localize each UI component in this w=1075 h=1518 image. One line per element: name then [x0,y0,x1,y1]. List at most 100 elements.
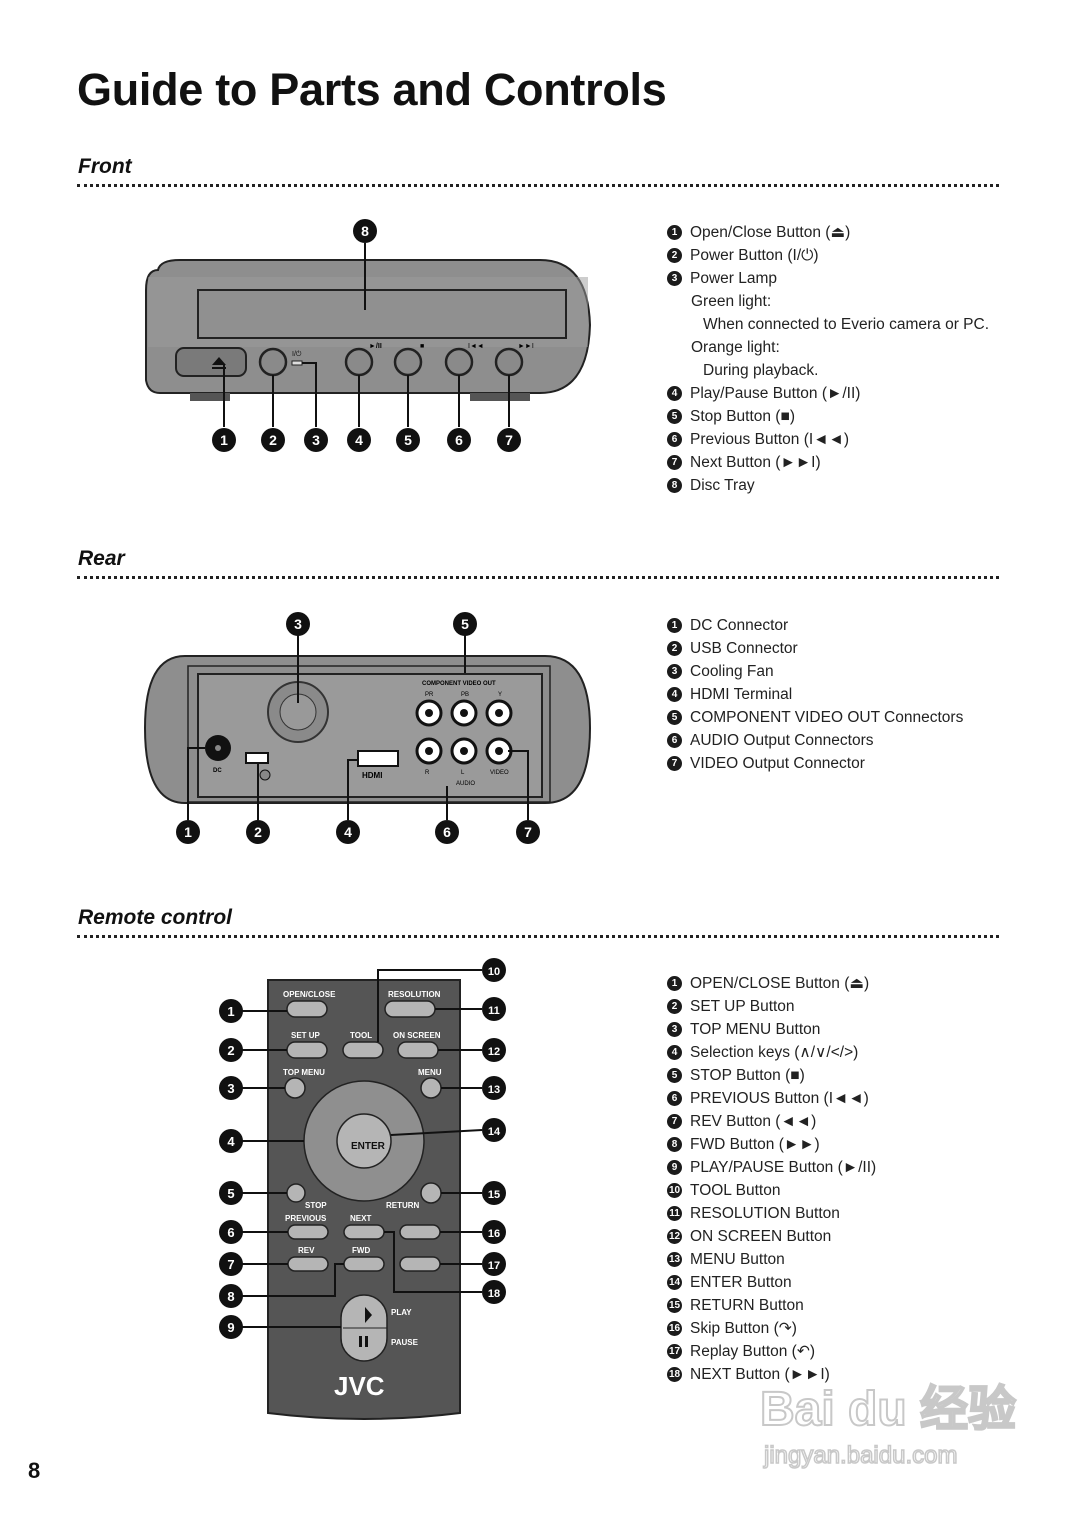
svg-text:2: 2 [254,824,262,840]
svg-text:SET UP: SET UP [291,1031,321,1040]
resolution-button [384,1000,436,1018]
svg-text:MENU: MENU [418,1068,442,1077]
svg-text:HDMI: HDMI [362,771,382,780]
power-button [258,347,288,377]
svg-text:12: 12 [488,1046,500,1058]
legend-subitem: Orange light: [691,339,780,356]
svg-text:7: 7 [524,824,532,840]
svg-text:3: 3 [312,432,320,448]
svg-text:ON SCREEN: ON SCREEN [393,1031,441,1040]
baidu-watermark: Bai du 经验 jingyan.baidu.com [760,1382,1017,1470]
svg-text:5: 5 [461,616,469,632]
next-button [343,1224,385,1240]
svg-text:PB: PB [461,692,469,698]
svg-text:16: 16 [488,1228,500,1240]
svg-text:2: 2 [269,432,277,448]
page-title: Guide to Parts and Controls [77,64,667,115]
previous-button [287,1224,329,1240]
front-heading: Front [78,155,132,178]
svg-text:8: 8 [227,1289,234,1304]
svg-text:FWD: FWD [352,1246,370,1255]
replay-button [399,1256,441,1272]
set-up-button [286,1041,328,1059]
remote-divider [77,935,999,938]
svg-text:17: 17 [488,1260,500,1272]
legend-subitem: When connected to Everio camera or PC. [703,316,990,333]
svg-text:7: 7 [227,1257,234,1272]
svg-text:RESOLUTION: RESOLUTION [388,990,441,999]
enter-button [336,1113,392,1169]
remote-heading: Remote control [78,906,233,929]
next-button [494,347,524,377]
svg-text:jingyan.baidu.com: jingyan.baidu.com [763,1442,957,1469]
svg-text:L: L [461,770,465,776]
tool-button [342,1041,384,1059]
svg-text:►/II: ►/II [369,343,382,350]
rev-button [287,1256,329,1272]
fwd-button [343,1256,385,1272]
legend-subitem: Green light: [691,293,772,310]
svg-text:1: 1 [227,1004,234,1019]
hdmi-terminal [357,750,399,767]
stop-button [393,347,423,377]
svg-text:3: 3 [294,616,302,632]
svg-text:4: 4 [227,1134,235,1149]
svg-text:Y: Y [498,692,502,698]
svg-text:9: 9 [227,1320,234,1335]
svg-text:14: 14 [488,1126,501,1138]
svg-text:PLAY: PLAY [391,1308,412,1317]
svg-text:18: 18 [488,1288,500,1300]
svg-text:NEXT: NEXT [350,1214,371,1223]
rear-divider [77,576,999,579]
svg-text:TOP MENU: TOP MENU [283,1068,325,1077]
return-button [420,1182,442,1204]
svg-text:15: 15 [488,1189,500,1201]
front-panel-illustration: I/⏻ ►/II ■ I◄◄ ►►I 8 1 2 3 4 5 6 7 [145,219,592,452]
front-divider [77,184,999,187]
power-lamp [291,360,303,366]
power-mark: I/⏻ [292,350,302,358]
stop-button [286,1183,306,1203]
remote-illustration: OPEN/CLOSE RESOLUTION SET UP TOOL ON SCR… [219,958,506,1420]
usb-connector [245,752,269,764]
svg-text:COMPONENT VIDEO OUT: COMPONENT VIDEO OUT [422,681,496,687]
svg-text:11: 11 [488,1005,500,1017]
svg-text:4: 4 [355,432,363,448]
svg-text:1: 1 [184,824,192,840]
svg-text:10: 10 [488,966,500,978]
previous-button [444,347,474,377]
svg-text:►►I: ►►I [518,343,534,350]
svg-text:DC: DC [213,768,222,774]
svg-text:ENTER: ENTER [351,1141,386,1152]
page-number: 8 [28,1458,41,1483]
svg-text:6: 6 [227,1225,234,1240]
svg-text:■: ■ [420,343,424,350]
svg-text:PREVIOUS: PREVIOUS [285,1214,327,1223]
